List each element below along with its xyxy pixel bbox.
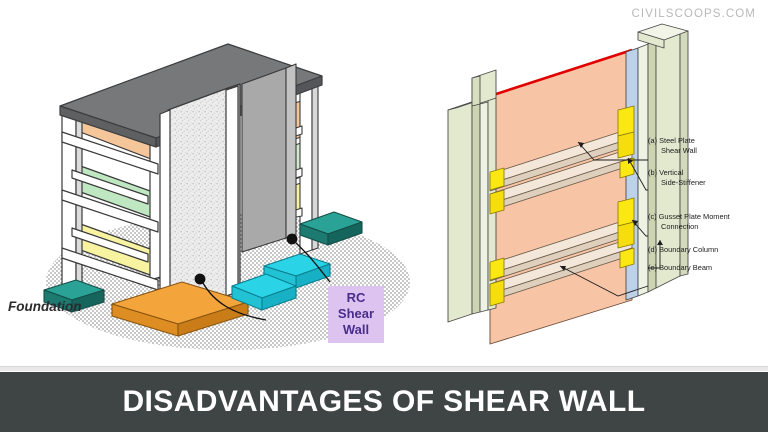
callout-steel-plate-shear-wall: (a) Steel Plate Shear Wall xyxy=(648,136,697,155)
callout-b-line2: Side-Stiffener xyxy=(661,177,706,187)
callout-b-line1: (b) Vertical xyxy=(648,168,684,177)
label-foundation: Foundation xyxy=(8,299,82,314)
callout-dot-foundation xyxy=(286,233,298,245)
foundation-pad-left xyxy=(43,279,105,313)
callout-leaders-right xyxy=(559,141,663,297)
foundation-pad-shearwall xyxy=(111,281,249,337)
foundation-strip-cyan xyxy=(231,253,331,311)
banner-separator xyxy=(0,366,768,371)
callout-dot-wall xyxy=(194,273,206,285)
callout-label-list: (a) Steel Plate Shear Wall (b) Vertical … xyxy=(648,0,768,345)
callout-c-line1: (c) Gusset Plate Moment xyxy=(648,212,730,221)
steel-plate-shear-wall-figure xyxy=(432,14,768,359)
callout-a-line2: Shear Wall xyxy=(661,145,697,155)
site-watermark: CIVILSCOOPS.COM xyxy=(631,8,756,20)
bottom-title-banner: DISADVANTAGES OF SHEAR WALL xyxy=(0,372,768,432)
rc-shear-wall-building-figure: Foundation RC Shear Wall xyxy=(0,14,430,359)
callout-gusset-plate-moment-connection: (c) Gusset Plate Moment Connection xyxy=(648,212,730,231)
callout-c-line2: Connection xyxy=(661,221,699,231)
foundation-pad-rear xyxy=(299,211,363,246)
label-rc-shear-wall-line3: Wall xyxy=(342,322,370,337)
boundary-beams xyxy=(489,127,633,302)
callout-boundary-beam: (e) Boundary Beam xyxy=(648,263,712,273)
label-rc-shear-wall: RC Shear Wall xyxy=(328,286,384,343)
callout-a-line1: (a) Steel Plate xyxy=(648,136,695,145)
callout-vertical-side-stiffener: (b) Vertical Side-Stiffener xyxy=(648,168,706,187)
boundary-column-left xyxy=(447,69,497,323)
label-rc-shear-wall-line1: RC xyxy=(346,290,366,305)
building-side-wall xyxy=(241,63,297,253)
callout-e-line1: (e) Boundary Beam xyxy=(648,263,713,272)
banner-title-text: DISADVANTAGES OF SHEAR WALL xyxy=(122,385,646,418)
label-rc-shear-wall-line2: Shear xyxy=(337,306,375,321)
rc-shear-wall-element xyxy=(159,83,241,315)
top-edge-highlight xyxy=(489,48,633,98)
gusset-plates xyxy=(489,105,635,307)
callout-boundary-column: (d) Boundary Column xyxy=(648,245,718,255)
callout-leaders-left xyxy=(194,233,331,321)
callout-d-line1: (d) Boundary Column xyxy=(648,245,719,254)
